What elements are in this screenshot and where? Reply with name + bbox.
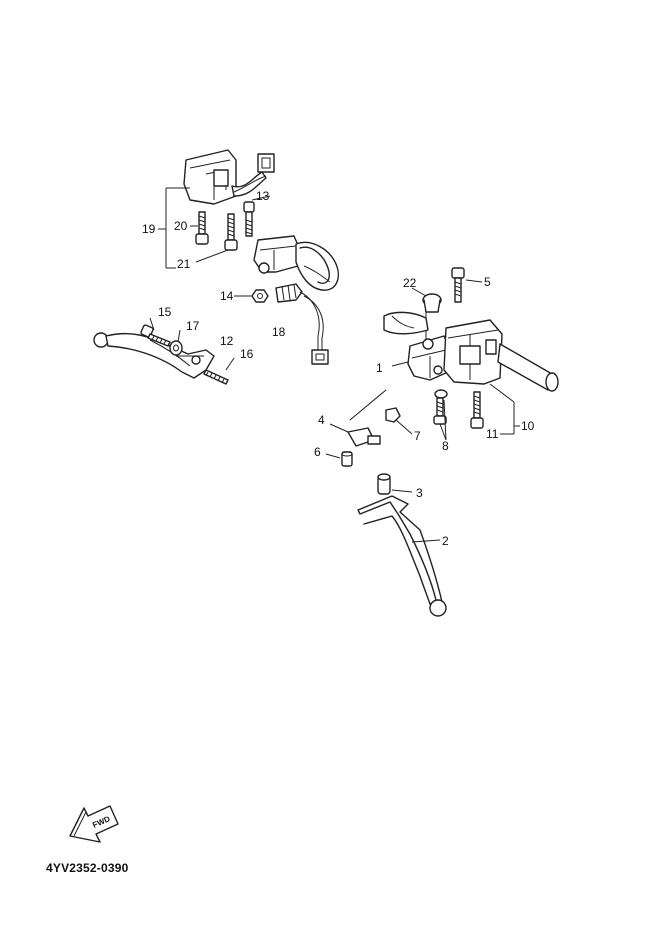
callout-8: 8 [442,439,449,453]
pivot-3 [377,473,413,495]
callout-12: 12 [220,334,234,348]
master-cylinder-1 [383,311,453,381]
diagram-code: 4YV2352-0390 [46,861,129,875]
clutch-lever-holder [253,235,340,291]
callout-1: 1 [376,361,383,375]
nut-14 [234,289,269,303]
screw-8 [433,389,448,441]
bolt-15 [140,317,171,347]
callout-labels: 19 20 21 13 14 18 15 17 12 16 22 5 1 4 7… [142,189,535,548]
callout-bracket-10 [489,383,520,435]
collar-17 [169,329,183,356]
screw-20 [190,211,209,245]
callout-5: 5 [484,275,491,289]
callout-15: 15 [158,305,172,319]
callout-10: 10 [521,419,535,433]
screw-21 [195,213,238,263]
fwd-arrow-icon: FWD [69,805,119,843]
callout-19: 19 [142,222,156,236]
callout-22: 22 [403,276,417,290]
screw-16 [203,357,235,385]
callout-21: 21 [177,257,191,271]
clutch-switch-18 [275,283,329,365]
clutch-lever-12 [93,332,215,379]
bolt-13 [243,195,271,237]
callout-bracket-19 [158,187,190,269]
screw-5 [451,267,483,303]
callout-20: 20 [174,219,188,233]
nut-7 [385,407,413,435]
callout-2: 2 [442,534,449,548]
left-handlebar-switch [183,149,275,205]
callout-16: 16 [240,347,254,361]
brake-switch-4 [329,389,387,447]
screw-11 [470,391,484,429]
callout-4: 4 [318,413,325,427]
callout-3: 3 [416,486,423,500]
callout-14: 14 [220,289,234,303]
cap-22 [411,287,442,340]
callout-17: 17 [186,319,200,333]
callout-7: 7 [414,429,421,443]
callout-6: 6 [314,445,321,459]
callout-18: 18 [272,325,286,339]
callout-11: 11 [486,427,499,441]
right-handlebar-switch-10 [443,319,559,392]
screw-6 [325,451,353,467]
callout-13: 13 [256,189,270,203]
brake-lever-2 [357,495,447,617]
